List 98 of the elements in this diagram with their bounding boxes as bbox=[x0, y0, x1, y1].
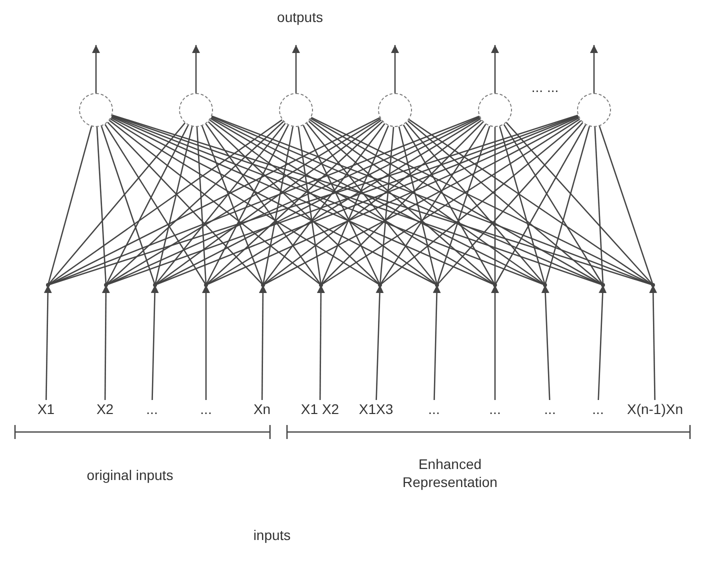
connection-line bbox=[96, 126, 107, 286]
junction-point bbox=[651, 283, 655, 287]
connection-line bbox=[320, 125, 389, 286]
connection-line bbox=[154, 122, 286, 286]
caption-text: outputs bbox=[277, 8, 323, 26]
junction-point bbox=[261, 283, 265, 287]
connection-line bbox=[408, 120, 604, 286]
connection-line bbox=[262, 123, 386, 286]
connection-line bbox=[298, 126, 322, 286]
neuron-circle bbox=[279, 93, 313, 127]
connection-line bbox=[47, 126, 92, 286]
input-label: X1 X2 bbox=[300, 400, 340, 418]
connection-line bbox=[109, 120, 322, 286]
arrow bbox=[598, 284, 607, 400]
connection-line bbox=[436, 126, 490, 286]
connection-line bbox=[262, 120, 482, 286]
junction-point bbox=[378, 283, 382, 287]
junction-point bbox=[493, 283, 497, 287]
connection-line bbox=[196, 126, 207, 286]
connection-line bbox=[436, 122, 584, 286]
connection-line bbox=[105, 124, 189, 286]
caption-text: original inputs bbox=[86, 466, 174, 484]
connection-line bbox=[544, 126, 590, 286]
connection-line bbox=[310, 116, 654, 286]
arrow bbox=[649, 284, 658, 400]
junction-point bbox=[204, 283, 208, 287]
connection-line bbox=[398, 126, 438, 286]
arrow bbox=[376, 284, 384, 400]
arrow bbox=[491, 285, 499, 400]
arrow bbox=[150, 284, 159, 400]
arrow bbox=[44, 284, 52, 400]
connection-line bbox=[48, 119, 282, 286]
input-label: Xn bbox=[253, 400, 271, 418]
junction-point bbox=[46, 283, 50, 287]
arrow bbox=[202, 285, 210, 400]
junction-point bbox=[319, 283, 323, 287]
caption-text: inputs bbox=[253, 526, 291, 544]
connection-line bbox=[408, 119, 654, 286]
connection-line bbox=[594, 126, 604, 286]
arrow bbox=[391, 45, 399, 93]
neuron-circle bbox=[478, 93, 512, 127]
junction-point bbox=[543, 283, 547, 287]
junction-point bbox=[104, 283, 108, 287]
connection-line bbox=[48, 117, 380, 286]
input-label: ... bbox=[146, 400, 158, 418]
connection-line bbox=[379, 126, 394, 286]
connection-line bbox=[499, 126, 546, 286]
input-label: ... bbox=[489, 400, 501, 418]
connection-line bbox=[48, 122, 186, 286]
input-label: ... bbox=[544, 400, 556, 418]
arrow bbox=[292, 45, 300, 93]
connection-line bbox=[306, 122, 438, 286]
connection-line bbox=[262, 117, 580, 286]
input-label: X1 bbox=[37, 400, 55, 418]
connection-line bbox=[506, 122, 654, 286]
connection-line bbox=[406, 122, 546, 286]
neuron-circle bbox=[79, 93, 113, 127]
connection-line bbox=[310, 119, 546, 286]
connection-line bbox=[205, 124, 289, 286]
neuron-circle bbox=[179, 93, 213, 127]
junction-point bbox=[435, 283, 439, 287]
connection-line bbox=[104, 124, 207, 286]
neuron-circle bbox=[378, 93, 412, 127]
arrow bbox=[541, 284, 550, 400]
arrow bbox=[432, 284, 441, 400]
connection-line bbox=[402, 124, 496, 286]
input-label: ... bbox=[200, 400, 212, 418]
arrow bbox=[316, 285, 325, 400]
connection-line bbox=[154, 126, 193, 286]
input-label: ... bbox=[428, 400, 440, 418]
connection-line bbox=[379, 124, 486, 286]
connection-line bbox=[209, 119, 438, 286]
arrow bbox=[92, 45, 100, 93]
arrow bbox=[590, 45, 598, 93]
connection-line bbox=[154, 119, 382, 286]
connection-line bbox=[302, 125, 381, 286]
caption-text: ... ... bbox=[531, 78, 559, 96]
caption-text: Enhanced Representation bbox=[402, 455, 498, 491]
connection-line bbox=[503, 124, 604, 286]
connection-line bbox=[494, 127, 496, 285]
input-label: X1X3 bbox=[358, 400, 394, 418]
connection-line bbox=[262, 126, 294, 286]
arrow bbox=[258, 285, 267, 400]
arrow bbox=[491, 45, 499, 93]
junction-point bbox=[153, 283, 157, 287]
arrow bbox=[102, 285, 110, 400]
input-label: X2 bbox=[96, 400, 114, 418]
arrow bbox=[192, 45, 200, 93]
connection-line bbox=[380, 120, 582, 286]
neuron-circle bbox=[577, 93, 611, 127]
junction-point bbox=[601, 283, 605, 287]
connection-line bbox=[205, 123, 322, 286]
connection-line bbox=[201, 126, 264, 286]
input-label: X(n-1)Xn bbox=[626, 400, 684, 418]
input-label: ... bbox=[592, 400, 604, 418]
connection-line bbox=[494, 124, 586, 286]
connection-line bbox=[598, 126, 654, 286]
connection-line bbox=[100, 126, 156, 286]
